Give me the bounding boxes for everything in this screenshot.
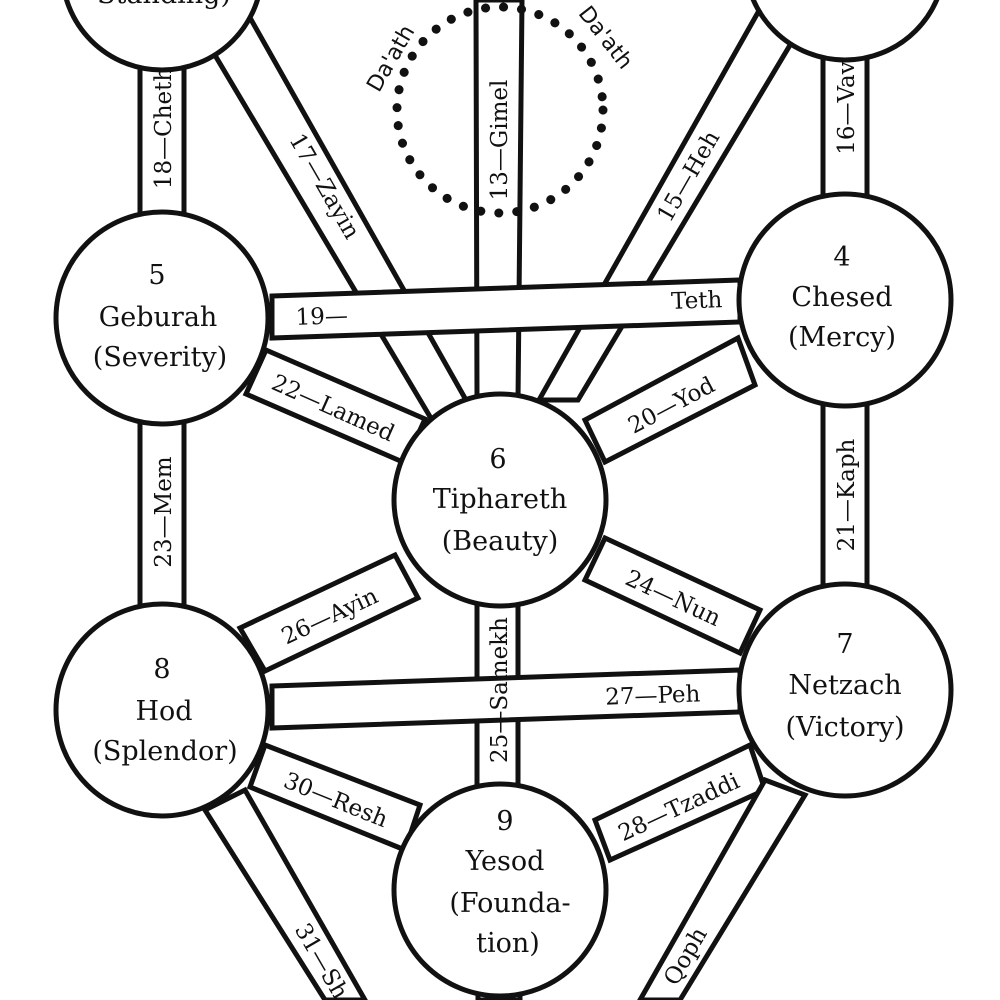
path-label-25: 25—Samekh (487, 617, 513, 763)
sephirah-netzach-circle (736, 581, 954, 799)
hod-title: (Splendor) (92, 736, 237, 767)
tiphareth-number: 6 (489, 444, 506, 475)
geburah-title: (Severity) (93, 342, 227, 373)
sephirah-binah-circle (64, 0, 260, 73)
tiphareth-title: (Beauty) (442, 526, 558, 557)
geburah-name: Geburah (99, 302, 218, 333)
yesod-name: Yesod (465, 846, 545, 877)
chesed-number: 4 (833, 242, 850, 273)
path-band-20 (581, 334, 759, 466)
netzach-number: 7 (836, 629, 853, 660)
netzach-name: Netzach (788, 670, 901, 701)
path-band-26 (236, 551, 422, 675)
sephirah-tiphareth-circle (391, 391, 609, 609)
geburah-number: 5 (148, 260, 165, 291)
path-label-21: 21—Kaph (834, 438, 860, 551)
yesod-number: 9 (496, 806, 513, 837)
path-label-27: 27—Peh (605, 681, 701, 710)
yesod-labels: 9 Yesod (Founda- tion) (449, 806, 570, 959)
path-label-18: 18—Cheth (151, 67, 177, 190)
binah-partial-label: Standing) (97, 0, 231, 10)
path-label-19-left: 19— (295, 303, 348, 331)
sephirah-yesod-circle (391, 781, 609, 999)
hod-number: 8 (153, 654, 170, 685)
path-label-19-right: Teth (671, 287, 723, 315)
yesod-title-line2: tion) (476, 928, 540, 959)
sephirah-geburah-circle (53, 209, 271, 427)
path-band-29 (637, 776, 809, 1000)
path-label-23: 23—Mem (151, 456, 177, 567)
path-label-13: 13—Gimel (487, 80, 513, 201)
hod-labels: 8 Hod (Splendor) (92, 654, 237, 767)
path-band-24 (581, 534, 764, 657)
path-label-16: 16—Vav (834, 61, 860, 154)
tiphareth-labels: 6 Tiphareth (Beauty) (433, 444, 568, 557)
tiphareth-name: Tiphareth (433, 484, 568, 515)
sephiroth-circles (53, 0, 954, 999)
netzach-title: (Victory) (785, 712, 904, 743)
path-bands (137, 0, 870, 1000)
sephirah-chokmah-circle (750, 0, 940, 63)
sephirah-hod-circle (53, 601, 271, 819)
hod-name: Hod (135, 696, 192, 727)
geburah-labels: 5 Geburah (Severity) (93, 260, 227, 373)
daath-dotted-circle (392, 2, 608, 218)
chesed-name: Chesed (791, 282, 892, 313)
path-band-31 (201, 786, 368, 1000)
chesed-labels: 4 Chesed (Mercy) (788, 242, 896, 353)
sephirah-chesed-circle (736, 191, 954, 409)
netzach-labels: 7 Netzach (Victory) (785, 629, 904, 743)
daath-label-right: Da'ath (573, 2, 637, 75)
chesed-title: (Mercy) (788, 322, 896, 353)
yesod-title-line1: (Founda- (449, 888, 570, 919)
